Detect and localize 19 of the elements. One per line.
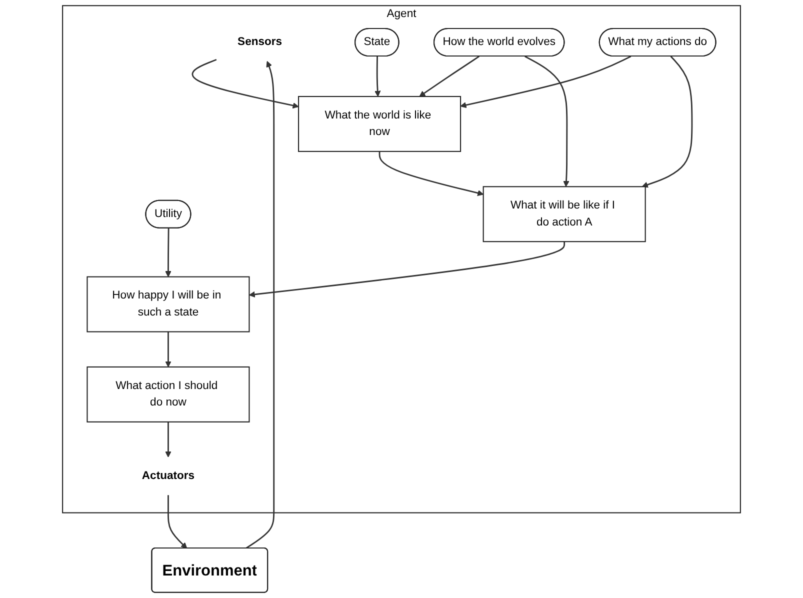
- arrow: [524, 56, 570, 187]
- arrow: [374, 56, 381, 97]
- node-text: Sensors: [238, 36, 282, 48]
- arrow: [245, 61, 275, 549]
- arrow: [378, 151, 484, 196]
- node-text: Actuators: [142, 470, 195, 482]
- arrow: [165, 228, 172, 278]
- arrow: [248, 242, 566, 298]
- arrow: [419, 56, 480, 97]
- arrow: [165, 332, 172, 368]
- arrow: [165, 422, 172, 458]
- arrow: [168, 495, 188, 549]
- arrow: [192, 58, 299, 109]
- node-box: What the world is like now: [298, 96, 462, 152]
- node-box: How happy I will be in such a state: [86, 276, 250, 332]
- arrow: [460, 56, 632, 108]
- arrow: [642, 56, 693, 188]
- node-box: What it will be like if I do action A: [482, 186, 646, 242]
- node-box: What action I should do now: [86, 366, 250, 422]
